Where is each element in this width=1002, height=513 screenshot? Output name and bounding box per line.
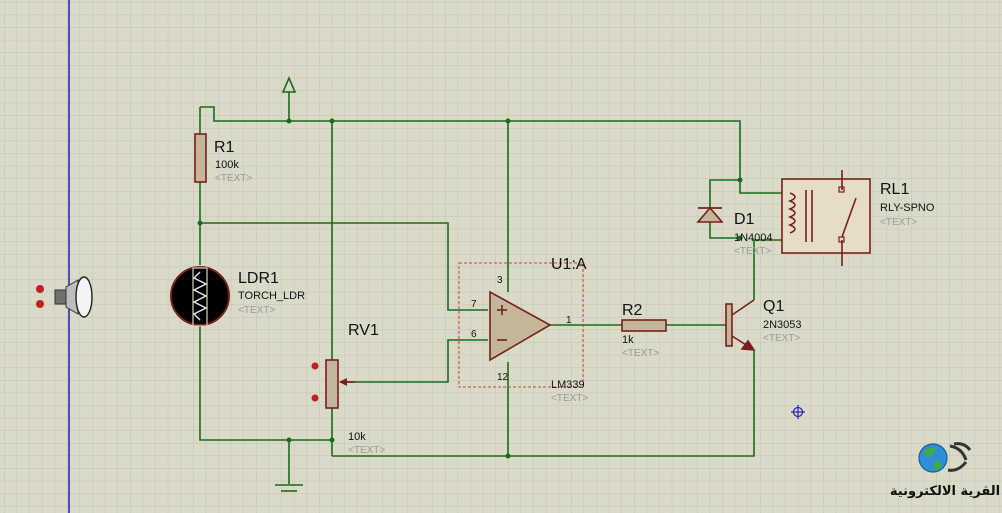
r1-value: 100k (215, 159, 239, 171)
logo-text: القرية الالكترونية (890, 484, 1000, 499)
ground-icon[interactable] (275, 484, 303, 492)
resistor-r1[interactable] (194, 133, 207, 183)
rv1-ref: RV1 (348, 322, 379, 339)
relay-rl1[interactable] (781, 170, 871, 266)
ldr1-value: TORCH_LDR (238, 290, 305, 302)
ldr-torch-icon[interactable] (170, 266, 230, 327)
d1-text: <TEXT> (734, 246, 771, 257)
u1a-pin-minus: 6 (471, 329, 477, 340)
r1-ref: R1 (214, 139, 235, 156)
u1a-value: LM339 (551, 379, 585, 391)
u1a-text: <TEXT> (551, 393, 588, 404)
torch-icon[interactable] (36, 276, 93, 318)
transistor-q1[interactable] (725, 299, 756, 362)
diode-d1[interactable] (696, 206, 724, 223)
junctions (197, 118, 743, 459)
potentiometer-rv1[interactable] (311, 359, 356, 409)
rv1-value: 10k (348, 431, 366, 443)
ldr1-text: <TEXT> (238, 305, 275, 316)
crosshair-icon (791, 405, 805, 419)
wires[interactable] (199, 92, 782, 484)
r1-text: <TEXT> (215, 173, 252, 184)
opamp-u1a[interactable] (458, 262, 584, 388)
q1-value: 2N3053 (763, 319, 802, 331)
power-terminal-icon[interactable] (281, 75, 297, 93)
u1a-pin-plus: 7 (471, 299, 477, 310)
u1a-pin-vcc: 3 (497, 275, 503, 286)
r2-value: 1k (622, 334, 634, 346)
q1-ref: Q1 (763, 298, 784, 315)
rl1-value: RLY-SPNO (880, 202, 935, 214)
r2-text: <TEXT> (622, 348, 659, 359)
logo-globe-icon (918, 442, 972, 473)
rl1-text: <TEXT> (880, 217, 917, 228)
resistor-r2[interactable] (621, 319, 667, 332)
rl1-ref: RL1 (880, 181, 909, 198)
d1-ref: D1 (734, 211, 755, 228)
r2-ref: R2 (622, 302, 643, 319)
u1a-ref: U1:A (551, 256, 587, 273)
q1-text: <TEXT> (763, 333, 800, 344)
ldr1-ref: LDR1 (238, 270, 279, 287)
rv1-text: <TEXT> (348, 445, 385, 456)
u1a-pin-gnd: 12 (497, 372, 509, 383)
d1-value: 1N4004 (734, 232, 773, 244)
u1a-pin-out: 1 (566, 315, 572, 326)
